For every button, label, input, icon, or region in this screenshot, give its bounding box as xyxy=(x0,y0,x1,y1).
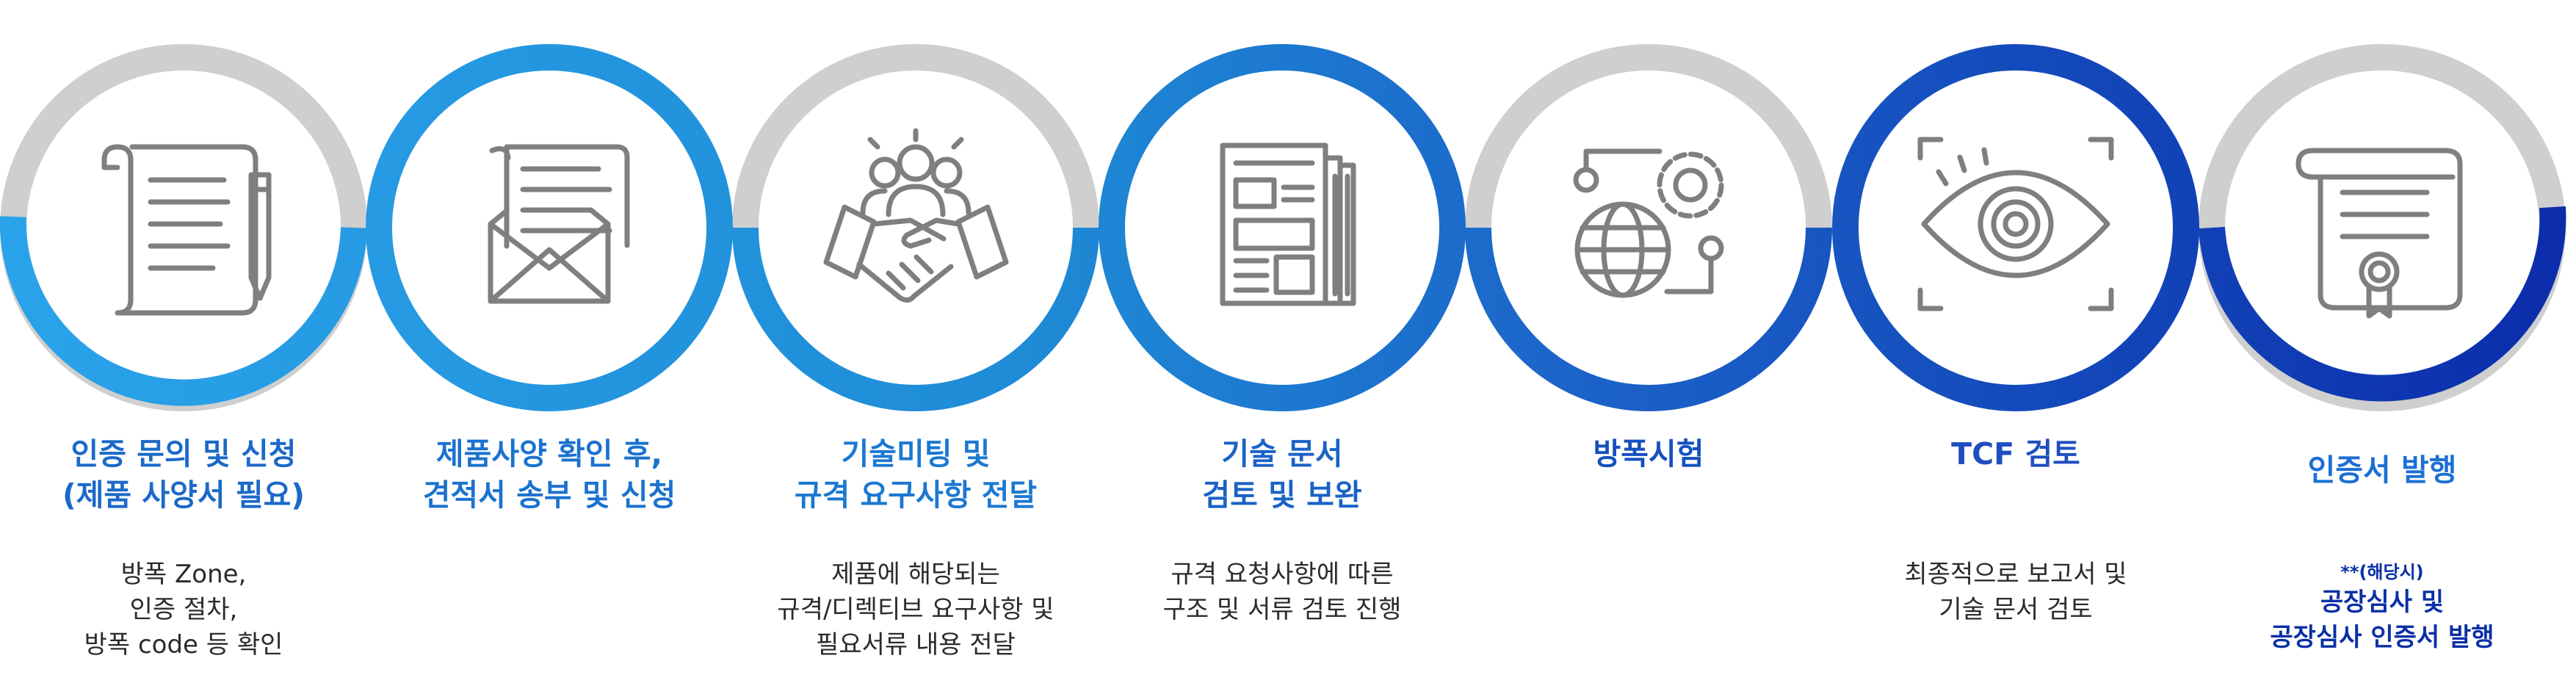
step-4-title: 기술 문서 검토 및 보완 xyxy=(1202,433,1361,516)
arc-step-3 xyxy=(732,227,1099,411)
step-7-desc: **(해당시) 공장심사 및 공장심사 인증서 발행 xyxy=(2270,560,2494,655)
step-4-desc-line-2: 구조 및 서류 검토 진행 xyxy=(1162,595,1402,624)
gray-rings xyxy=(0,44,2566,411)
certificate-icon xyxy=(2295,148,2463,319)
step-7-desc-line-1: 공장심사 및 xyxy=(2320,588,2445,617)
step-1-desc-line-3: 방폭 code 등 확인 xyxy=(84,630,283,660)
eye-scan-icon xyxy=(1917,137,2114,311)
step-3-title-line-2: 규격 요구사항 전달 xyxy=(794,477,1038,513)
step-6-desc-line-2: 기술 문서 검토 xyxy=(1939,595,2093,624)
step-1-desc-line-1: 방폭 Zone, xyxy=(120,560,247,589)
step-4-title-line-2: 검토 및 보완 xyxy=(1202,477,1362,513)
ring-step-2 xyxy=(366,44,733,411)
step-6-desc: 최종적으로 보고서 및 기술 문서 검토 xyxy=(1904,557,2127,627)
step-3-desc-line-2: 규격/디렉티브 요구사항 및 xyxy=(777,595,1054,624)
step-5-title: 방폭시험 xyxy=(1593,433,1704,474)
step-1-desc-line-2: 인증 절차, xyxy=(129,595,238,624)
arc-step-7 xyxy=(2199,206,2566,402)
step-6-title: TCF 검토 xyxy=(1951,433,2080,474)
step-7-title: 인증서 발행 xyxy=(2308,449,2457,491)
step-3-desc-line-3: 필요서류 내용 전달 xyxy=(816,630,1016,660)
step-3-title: 기술미팅 및 규격 요구사항 전달 xyxy=(795,433,1037,516)
step-3-desc-line-1: 제품에 해당되는 xyxy=(831,560,1000,589)
step-6-desc-line-1: 최종적으로 보고서 및 xyxy=(1904,560,2127,589)
step-2-title-line-2: 견적서 송부 및 신청 xyxy=(422,477,676,513)
step-1-desc: 방폭 Zone, 인증 절차, 방폭 code 등 확인 xyxy=(84,557,283,662)
newspaper-icon xyxy=(1220,142,1356,306)
step-3-desc: 제품에 해당되는 규격/디렉티브 요구사항 및 필요서류 내용 전달 xyxy=(777,557,1054,662)
step-2-title: 제품사양 확인 후, 견적서 송부 및 신청 xyxy=(423,433,676,516)
envelope-letter-icon xyxy=(488,144,630,304)
step-5-title-line-1: 방폭시험 xyxy=(1593,436,1704,472)
step-1-title-line-2: (제품 사양서 필요) xyxy=(62,477,305,513)
step-1-title-line-1: 인증 문의 및 신청 xyxy=(70,436,297,472)
step-1-title: 인증 문의 및 신청 (제품 사양서 필요) xyxy=(62,433,305,516)
document-pen-icon xyxy=(101,144,272,316)
step-7-desc-line-2: 공장심사 인증서 발행 xyxy=(2270,623,2494,652)
arc-step-5 xyxy=(1465,227,1832,411)
ring-step-4 xyxy=(1099,44,1466,411)
arc-step-1 xyxy=(0,216,367,406)
step-4-desc: 규격 요청사항에 따른 구조 및 서류 검토 진행 xyxy=(1163,557,1402,627)
blue-chain xyxy=(0,44,2566,411)
step-2-title-line-1: 제품사양 확인 후, xyxy=(435,436,663,472)
ring-step-6 xyxy=(1832,44,2199,411)
step-7-note: **(해당시) xyxy=(2340,562,2424,582)
globe-gear-icon xyxy=(1573,148,1724,298)
step-7-title-line-1: 인증서 발행 xyxy=(2307,452,2457,488)
step-4-title-line-1: 기술 문서 xyxy=(1221,436,1343,472)
step-6-title-line-1: TCF 검토 xyxy=(1951,436,2080,472)
team-handshake-icon xyxy=(823,128,1009,303)
step-4-desc-line-1: 규격 요청사항에 따른 xyxy=(1171,560,1394,589)
step-3-title-line-1: 기술미팅 및 xyxy=(841,436,991,472)
